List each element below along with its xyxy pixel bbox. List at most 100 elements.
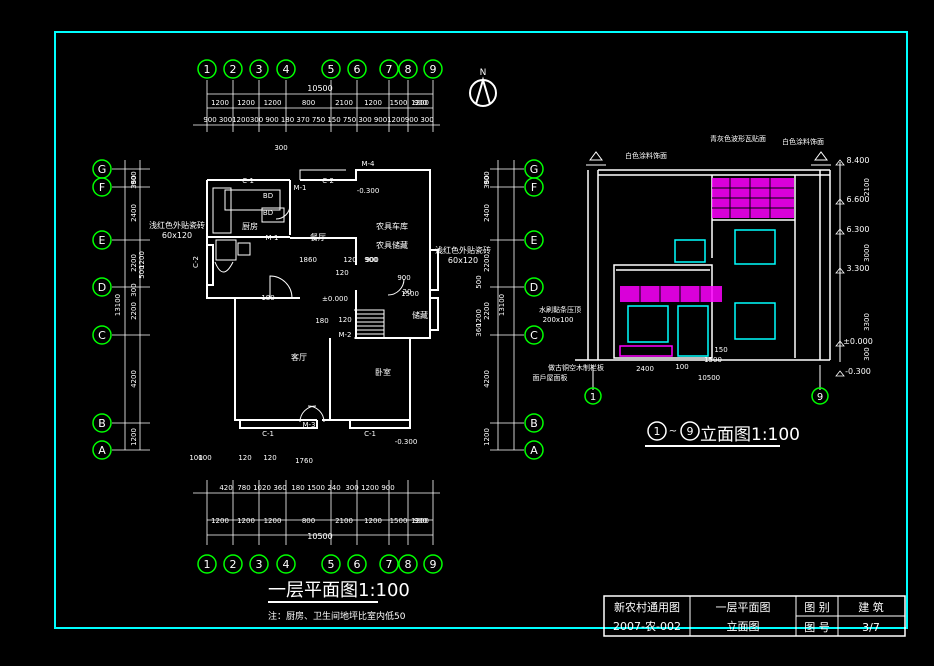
dim-bottom-row-2: 1200 <box>264 517 282 525</box>
title-block: 新农村通用图 2007-农-002 一层平面图 立面图 图 别 建 筑 图 号 … <box>603 595 906 637</box>
axis-bubble-bottom-8: 8 <box>405 558 412 571</box>
elev-dim-right-0: 2100 <box>863 178 871 196</box>
elev-level-4: ±0.000 <box>843 337 873 346</box>
plan-dim-misc-2: 900 <box>365 256 378 264</box>
plan-dim-misc-0: 1860 <box>299 256 317 264</box>
dim-left-4: 1200 <box>138 251 146 269</box>
north-label: N <box>480 68 487 78</box>
dim-top-row2-5: 180 <box>281 116 294 124</box>
elev-level-0: 8.400 <box>847 156 870 165</box>
dim-top-row2-4: 900 <box>265 116 278 124</box>
elev-axis-circle-1 <box>811 387 829 405</box>
axis-bubble-right-A-circle <box>524 440 544 460</box>
axis-bubble-bottom-9-circle <box>423 554 443 574</box>
room-closet: 储藏 <box>412 310 428 320</box>
axis-bubble-left-E-circle <box>92 230 112 250</box>
axis-bubble-bottom-4: 4 <box>283 558 290 571</box>
axis-bubble-left-A-circle <box>92 440 112 460</box>
elev-dim-bottom-1: 100 <box>675 363 688 371</box>
axis-bubble-bottom-3-circle <box>249 554 269 574</box>
dim-right-4: 500 <box>475 275 483 288</box>
axis-bubble-top-9: 9 <box>430 63 437 76</box>
axis-bubble-left-F-circle <box>92 177 112 197</box>
axis-bubble-left-C-circle <box>92 325 112 345</box>
dim-left-2: 2400 <box>130 204 138 222</box>
axis-bubble-bottom-5-circle <box>321 554 341 574</box>
plan-dim-misc-5: 300 <box>274 144 287 152</box>
elev-axis-0: 1 <box>590 392 596 403</box>
dim-top-row-1: 1200 <box>237 99 255 107</box>
dim-bottom-row2-1: 780 <box>237 484 250 492</box>
axis-bubble-right-E: E <box>531 234 538 247</box>
axis-bubble-top-8-circle <box>398 59 418 79</box>
north-arrow: N <box>469 68 497 107</box>
elev-dim-bottom-4: 150 <box>714 346 727 354</box>
elev-label-3: 水刷黏条压顶 <box>539 305 581 314</box>
axis-bubble-top-3: 3 <box>256 63 263 76</box>
elev-label-0: 白色涂料饰面 <box>625 151 667 160</box>
dim-right-7: 2200 <box>483 302 491 320</box>
tag-6: C-1 <box>262 430 274 438</box>
plan-note: 注：厨房、卫生间地坪比室内低50 <box>268 610 406 622</box>
dim-left-total: 13100 <box>114 294 122 316</box>
elevation-title-block: 1 ~ 9 立面图1:100 <box>645 421 800 447</box>
plan-dim-misc-1: 120 <box>343 256 356 264</box>
elev-label-2: 白色涂料饰面 <box>782 137 824 146</box>
elev-level-1: 6.600 <box>847 195 870 204</box>
tag-5: M-3 <box>302 421 315 429</box>
title-block-sheet-name-2: 立面图 <box>727 619 760 633</box>
dim-right-0: 900 <box>483 171 491 184</box>
dim-top-row2-13: 900 <box>405 116 418 124</box>
axis-bubble-right-F: F <box>531 181 537 194</box>
axis-bubble-bottom-6-circle <box>347 554 367 574</box>
dim-top-row-2: 1200 <box>264 99 282 107</box>
axis-bubble-left-F: F <box>99 181 105 194</box>
elev-dim-right-1: 3000 <box>863 244 871 262</box>
axis-bubble-right-C: C <box>530 329 538 342</box>
plan-level-0: -0.300 <box>357 187 380 195</box>
dim-left-7: 2200 <box>130 302 138 320</box>
elev-label-6: 面戶屋面板 <box>533 373 568 382</box>
axis-bubble-top-9-circle <box>423 59 443 79</box>
title-block-number-value: 3/7 <box>862 621 880 634</box>
axis-bubble-top-4-circle <box>276 59 296 79</box>
dim-left-6: 300 <box>130 283 138 296</box>
dim-right-1: 360 <box>483 175 491 188</box>
axis-bubble-bottom-2: 2 <box>230 558 237 571</box>
room-dining: 餐厅 <box>310 233 326 242</box>
tag-7: C-1 <box>364 430 376 438</box>
dim-top-row-3: 800 <box>302 99 315 107</box>
title-block-code: 2007-农-002 <box>613 619 681 633</box>
dim-right-9: 1200 <box>483 428 491 446</box>
dim-top-row2-2: 1200 <box>232 116 250 124</box>
dim-bottom-row-3: 800 <box>302 517 315 525</box>
dim-bottom-row2-5: 1500 <box>307 484 325 492</box>
axis-bubble-left-D-circle <box>92 277 112 297</box>
axis-bubble-right-G: G <box>530 163 539 176</box>
tag-8: BD <box>263 192 273 200</box>
axis-bubble-left-E: E <box>99 234 106 247</box>
room-garage: 农具车库 <box>376 221 408 231</box>
dim-bottom-row-4: 2100 <box>335 517 353 525</box>
title-block-category-value: 建 筑 <box>858 600 884 614</box>
dim-top-row2-14: 300 <box>420 116 433 124</box>
dim-left-9: 1200 <box>130 428 138 446</box>
dim-right-2: 2400 <box>483 204 491 222</box>
plan-dim-misc-15: 120 <box>338 316 351 324</box>
dim-top-row2-6: 370 <box>296 116 309 124</box>
plan-note-small-1: 60x120 <box>162 231 192 240</box>
axis-bubble-top-6: 6 <box>354 63 361 76</box>
dim-bottom-row-6: 1500 <box>390 517 408 525</box>
elev-title-axis-9: 9 <box>687 425 694 438</box>
dim-top-total: 10500 <box>307 84 332 93</box>
plan-dim-misc-9: 100 <box>198 454 211 462</box>
title-block-category-label: 图 别 <box>804 601 830 614</box>
elev-dim-bottom-0: 2400 <box>636 365 654 373</box>
dim-bottom-row-0: 1200 <box>211 517 229 525</box>
dim-left-8: 4200 <box>130 370 138 388</box>
axis-bubble-bottom-1: 1 <box>204 558 211 571</box>
dim-top-row2-12: 1200 <box>387 116 405 124</box>
title-block-number-label: 图 号 <box>804 621 830 634</box>
axis-bubble-top-3-circle <box>249 59 269 79</box>
